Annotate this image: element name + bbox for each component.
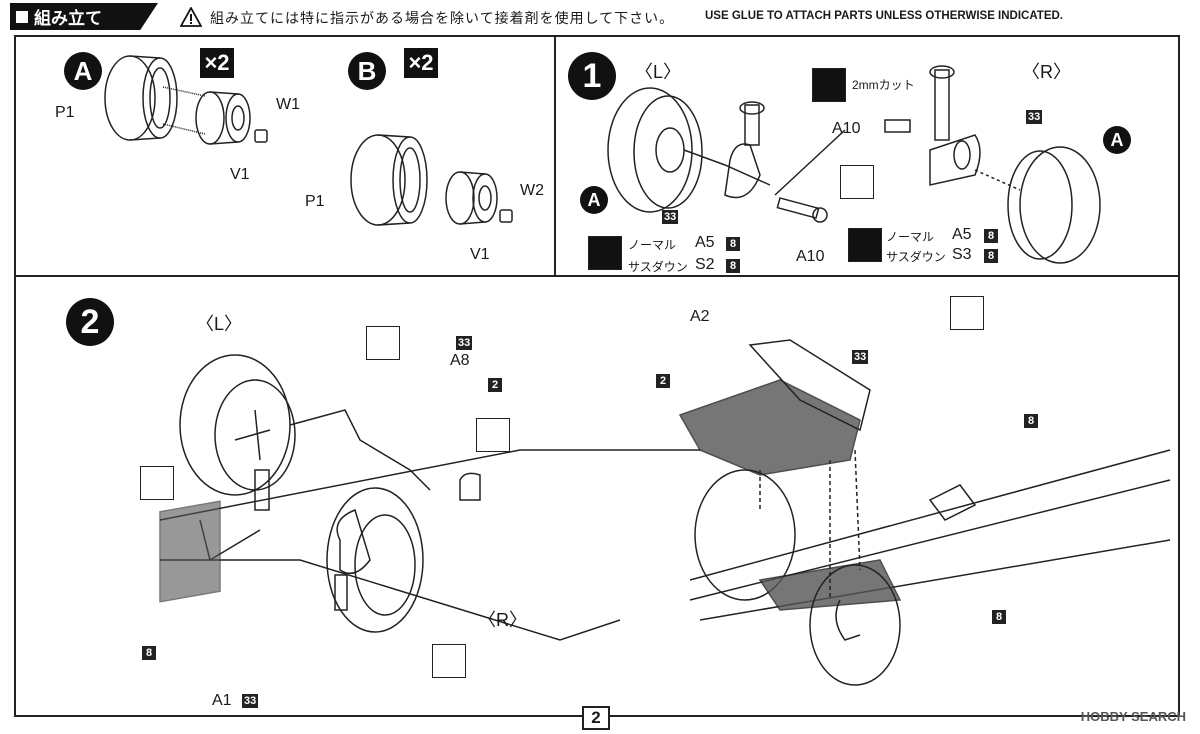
label-w2: W2 <box>520 182 544 199</box>
assembly-title: 組み立て <box>34 9 102 28</box>
option-right-down: サスダウン <box>886 250 946 264</box>
part-33-right: 33 <box>1026 110 1043 124</box>
watermark: HOBBY SEARCH <box>1080 709 1186 724</box>
label-a10-top: A10 <box>832 120 861 137</box>
part-33-left: 33 <box>662 210 679 224</box>
subassembly-b-badge: B <box>348 52 386 90</box>
option-right-num-2: 8 <box>984 249 998 263</box>
part-2-step2-left: 2 <box>488 378 502 392</box>
part-8-step2-right-2: 8 <box>992 610 1006 624</box>
part-33-step2-right: 33 <box>852 350 869 364</box>
option-left-normal: ノーマル <box>628 238 677 252</box>
option-right-down-part: S3 <box>952 246 972 263</box>
glue-no-icon-6 <box>950 296 984 330</box>
part-33-step2-a1: 33 <box>242 694 259 708</box>
option-icon-right <box>848 228 882 262</box>
step1-right-wheel-drawing <box>884 65 1101 264</box>
qty-x2-a: ×2 <box>200 48 234 78</box>
option-left-down-part: S2 <box>695 256 715 273</box>
cut-icon <box>812 68 846 102</box>
square-icon <box>16 10 28 23</box>
glue-no-icon-3 <box>476 418 510 452</box>
step-1-badge: 1 <box>568 52 616 100</box>
step1-left-tag: 〈L〉 <box>635 62 682 82</box>
label-v1-b: V1 <box>470 246 490 263</box>
tire-drawing-a <box>104 55 268 145</box>
label-p1-b: P1 <box>305 193 325 210</box>
glue-no-icon-1 <box>840 165 874 199</box>
label-p1-a: P1 <box>55 104 75 121</box>
assembly-title-banner: 組み立て <box>10 3 158 30</box>
page-number: 2 <box>582 706 610 730</box>
glue-no-icon-4 <box>140 466 174 500</box>
label-a8: A8 <box>450 352 470 369</box>
step2-right-chassis-drawing <box>678 339 1171 686</box>
option-right-num-1: 8 <box>984 229 998 243</box>
label-w1: W1 <box>276 96 300 113</box>
part-8-step2-left: 8 <box>142 646 156 660</box>
part-33-step2-a8: 33 <box>456 336 473 350</box>
warning-icon <box>180 7 202 27</box>
label-a1: A1 <box>212 692 232 709</box>
glue-notice-jp: 組み立てには特に指示がある場合を除いて接着剤を使用して下さい。 <box>210 10 675 26</box>
step2-left-tag: 〈L〉 <box>196 314 243 334</box>
callout-a-right: A <box>1103 126 1131 154</box>
step2-left-chassis-drawing <box>159 354 700 641</box>
part-2-step2-right: 2 <box>656 374 670 388</box>
subassembly-a-badge: A <box>64 52 102 90</box>
option-left-down: サスダウン <box>628 260 688 274</box>
option-left-num-1: 8 <box>726 237 740 251</box>
glue-no-icon-2 <box>366 326 400 360</box>
cut-note: 2mmカット <box>852 78 915 92</box>
option-left-normal-part: A5 <box>695 234 715 251</box>
label-v1-a: V1 <box>230 166 250 183</box>
part-8-step2-right-1: 8 <box>1024 414 1038 428</box>
label-a2: A2 <box>690 308 710 325</box>
option-right-normal-part: A5 <box>952 226 972 243</box>
callout-a-left: A <box>580 186 608 214</box>
option-right-normal: ノーマル <box>886 230 935 244</box>
step-2-badge: 2 <box>66 298 114 346</box>
option-left-num-2: 8 <box>726 259 740 273</box>
step1-right-tag: 〈R〉 <box>1022 62 1071 82</box>
option-icon-left <box>588 236 622 270</box>
label-a10-bottom: A10 <box>796 248 825 265</box>
step2-right-tag: 〈R〉 <box>478 610 527 630</box>
step1-left-wheel-drawing <box>607 87 846 223</box>
glue-no-icon-5 <box>432 644 466 678</box>
qty-x2-b: ×2 <box>404 48 438 78</box>
glue-notice-en: USE GLUE TO ATTACH PARTS UNLESS OTHERWIS… <box>705 10 1064 22</box>
tire-drawing-b <box>350 134 513 226</box>
